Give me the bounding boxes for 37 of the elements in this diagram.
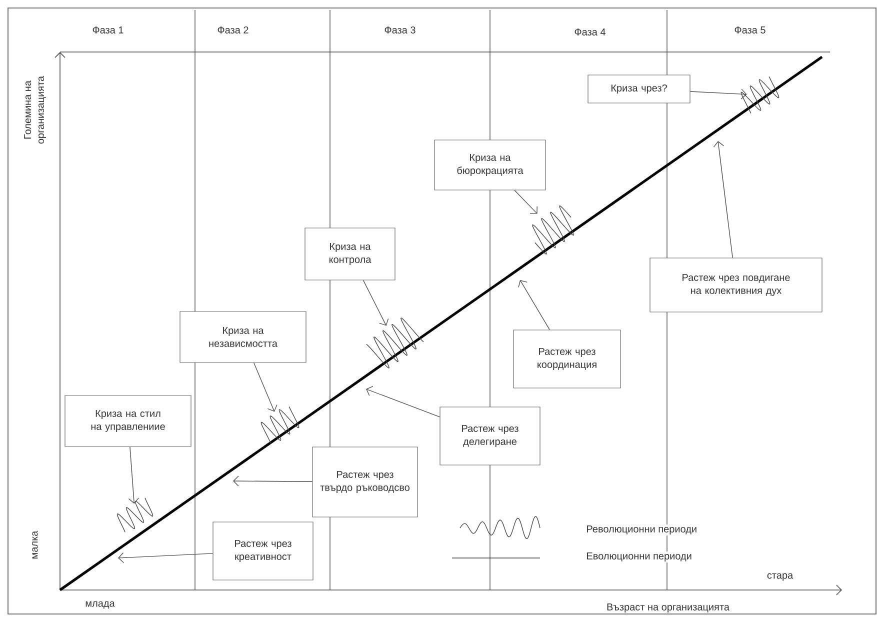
text-box: Растеж чрез координация: [513, 330, 621, 388]
text-box: Криза на независмостта: [180, 311, 306, 363]
legend-label: Революционни периоди: [587, 526, 696, 534]
revolution-wiggle: [366, 318, 424, 368]
axis-label: Големина на организацията: [24, 76, 46, 144]
text-box: Криза на бюрокрацията: [434, 140, 546, 190]
revolution-wiggle: [740, 76, 780, 114]
text-box: Растеж чрез повдигане на колективния дух: [650, 258, 822, 312]
arrow: [362, 280, 389, 326]
axis-tick-label: стара: [767, 573, 794, 581]
phase-label: Фаза 1: [92, 26, 124, 34]
arrow: [128, 446, 140, 504]
text-box: Криза на контрола: [304, 228, 396, 280]
text-box: Растеж чрез делегиране: [440, 406, 540, 466]
arrow: [514, 190, 538, 214]
legend-label: Еволюционни периоди: [587, 552, 692, 562]
arrow: [366, 386, 440, 418]
axis-tick-label: млада: [86, 601, 115, 609]
phase-label: Фаза 4: [574, 28, 606, 36]
revolution-wiggle: [532, 205, 574, 254]
phase-label: Фаза 5: [734, 26, 766, 34]
text-box: Растеж чрез креативност: [212, 522, 314, 580]
arrow: [118, 552, 214, 564]
arrow: [233, 476, 313, 486]
phase-label: Фаза 2: [218, 26, 248, 34]
arrow: [713, 141, 733, 258]
arrow: [518, 280, 550, 330]
revolution-wiggle: [116, 498, 154, 532]
arrow: [690, 88, 747, 100]
text-box: Криза чрез?: [588, 74, 690, 104]
arrow: [254, 362, 278, 412]
phase-label: Фаза 3: [384, 26, 416, 34]
text-box: Криза на стил на управлениие: [64, 395, 192, 447]
axis-label: Възраст на организацията: [607, 604, 730, 612]
axis-tick-label: малка: [32, 530, 38, 559]
revolution-wiggle: [260, 406, 300, 444]
text-box: Растеж чрез твърдо ръководсво: [312, 446, 418, 518]
